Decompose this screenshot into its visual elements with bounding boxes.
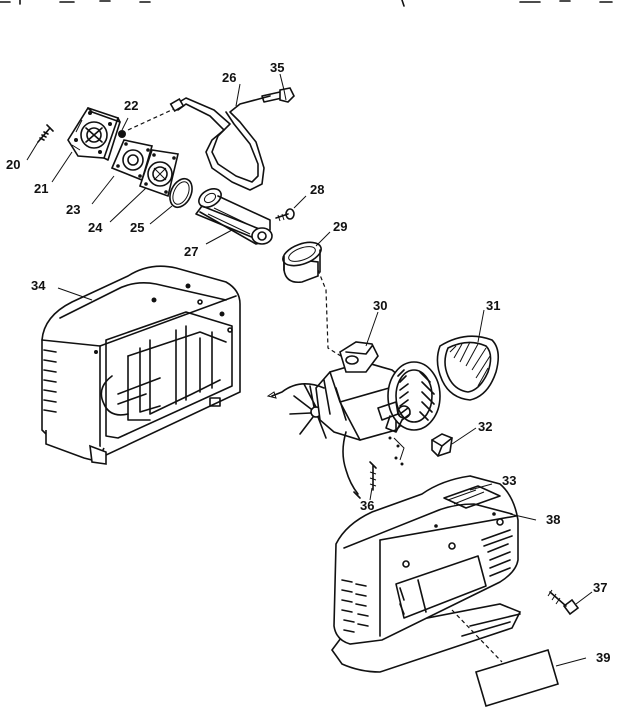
part-39-label [475, 648, 559, 708]
part-20-screw [37, 124, 54, 143]
callout-labels: 20 21 22 23 24 25 26 27 28 29 30 31 32 3… [6, 60, 610, 665]
part-31-belt [436, 335, 500, 401]
part-27-connecting-rod [195, 188, 273, 245]
callout-24: 24 [88, 220, 103, 235]
callout-25: 25 [130, 220, 144, 235]
callout-31: 31 [486, 298, 500, 313]
callout-34: 34 [31, 278, 46, 293]
callout-28: 28 [310, 182, 324, 197]
part-25-o-ring [169, 177, 193, 209]
callout-39: 39 [596, 650, 610, 665]
part-33-shroud-front [331, 475, 522, 673]
callout-30: 30 [373, 298, 387, 313]
callout-32: 32 [478, 419, 492, 434]
part-36-screw [369, 461, 377, 491]
callout-23: 23 [66, 202, 80, 217]
leader-lines [26, 73, 593, 667]
part-30-motor-assembly [266, 341, 441, 499]
callout-33: 33 [502, 473, 516, 488]
callout-38: 38 [546, 512, 560, 527]
part-21-cylinder-head [67, 107, 121, 161]
callout-20: 20 [6, 157, 20, 172]
part-28-screw [275, 208, 295, 222]
part-23-valve-plate [110, 139, 154, 182]
part-35-nut [279, 87, 295, 103]
callout-26: 26 [222, 70, 236, 85]
callout-35: 35 [270, 60, 284, 75]
part-29-cup-seal [282, 241, 345, 359]
callout-21: 21 [34, 181, 48, 196]
callout-22: 22 [124, 98, 138, 113]
callout-36: 36 [360, 498, 374, 513]
part-37-screw [547, 589, 580, 616]
part-24-gasket [138, 149, 179, 198]
part-32-bumper [431, 433, 453, 457]
part-22-dowel [118, 107, 177, 138]
callout-37: 37 [593, 580, 607, 595]
part-34-shroud-rear [41, 265, 241, 465]
top-edge-marks [0, 0, 613, 7]
callout-27: 27 [184, 244, 198, 259]
part-26-outlet-tube [169, 91, 283, 191]
callout-29: 29 [333, 219, 347, 234]
